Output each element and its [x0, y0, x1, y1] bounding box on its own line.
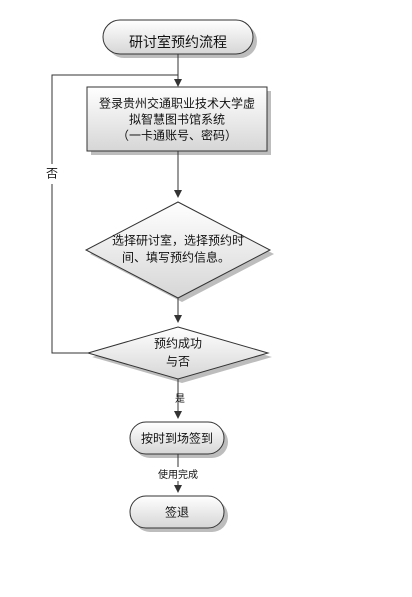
select-line-2: 间、填写预约信息。	[122, 250, 230, 265]
yes-label: 是	[175, 393, 185, 405]
login-line-1: 登录贵州交通职业技术大学虚	[99, 96, 255, 111]
checkin-label: 按时到场签到	[141, 431, 213, 446]
start-terminal: 研讨室预约流程	[102, 19, 257, 58]
arrow-no-loop-back	[51, 74, 178, 354]
login-process: 登录贵州交通职业技术大学虚 拟智慧图书馆系统 （一卡通账号、密码）	[86, 86, 271, 155]
after-use-label: 使用完成	[158, 468, 198, 481]
checkout-label: 签退	[165, 505, 189, 520]
after-use-edge-label: 使用完成	[153, 467, 203, 481]
checkin-terminal: 按时到场签到	[129, 421, 228, 458]
no-edge-label: 否	[44, 164, 60, 184]
select-step-diamond: 选择研讨室，选择预约时 间、填写预约信息。	[84, 201, 274, 302]
decision-diamond: 预约成功 与否	[86, 326, 272, 383]
select-line-1: 选择研讨室，选择预约时	[112, 233, 244, 248]
checkout-terminal: 签退	[129, 495, 228, 532]
login-line-2: 拟智慧图书馆系统	[129, 112, 225, 127]
decision-line-2: 与否	[166, 355, 190, 369]
no-label: 否	[46, 167, 58, 181]
login-line-3: （一卡通账号、密码）	[117, 128, 237, 143]
start-label: 研讨室预约流程	[129, 34, 227, 51]
decision-line-1: 预约成功	[154, 336, 202, 351]
